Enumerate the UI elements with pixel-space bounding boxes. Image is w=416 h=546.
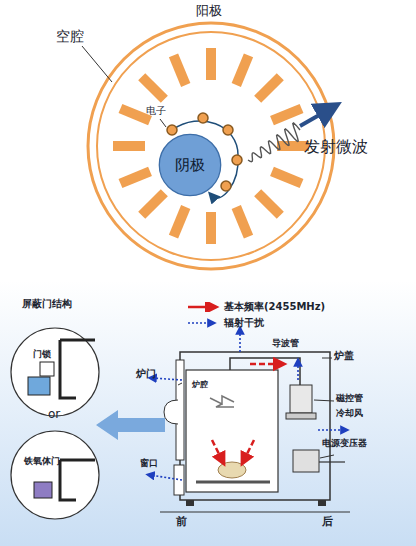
anode-ring — [88, 23, 334, 269]
leader-line — [178, 383, 182, 385]
emit-arrow — [300, 110, 328, 126]
foot — [186, 500, 194, 506]
leader-line — [160, 119, 166, 127]
microwave-wave — [248, 123, 300, 162]
interference — [150, 330, 345, 480]
door-lock — [40, 362, 54, 376]
legend-row: 基本频率(2455MHz) — [186, 300, 325, 314]
door-lock — [28, 377, 50, 395]
leader-line — [320, 455, 334, 458]
leader-line — [314, 400, 334, 401]
part-label: 发射微波 — [304, 138, 368, 156]
part-label: 炉门 — [136, 368, 156, 380]
power-cord — [319, 461, 345, 462]
part-label: 磁控管 — [336, 393, 363, 403]
transformer — [293, 450, 319, 472]
part-label: 电源变压器 — [322, 438, 367, 448]
inset-arrow — [96, 410, 165, 440]
turntable — [196, 481, 270, 484]
magnetron — [286, 413, 316, 419]
magnetron — [290, 385, 312, 413]
node-text: 阴极 — [158, 133, 222, 197]
stirrer-fan — [210, 396, 234, 407]
direction-label: 前 — [176, 516, 187, 529]
part-label: 窗口 — [140, 458, 158, 468]
oven-door — [174, 465, 184, 495]
part-label: 阳极 — [196, 4, 222, 19]
food — [218, 462, 246, 478]
part-label: 铁氧体门 — [24, 456, 60, 466]
part-label: 导波管 — [272, 338, 299, 348]
door-handle — [164, 400, 178, 424]
microwave-rays — [212, 364, 280, 460]
waveguide — [230, 358, 300, 385]
leader-line — [82, 46, 112, 82]
oven-housing — [180, 352, 330, 500]
legend-swatch — [186, 302, 220, 312]
cathode-circle: 阴极 — [158, 133, 222, 197]
part-label: 空腔 — [56, 28, 84, 44]
legend-swatch — [186, 318, 220, 328]
part-label: 电子 — [146, 105, 166, 117]
oven-cavity — [186, 370, 278, 492]
part-label: 炉盖 — [334, 350, 354, 362]
direction-label: 后 — [322, 516, 333, 529]
axis-line — [160, 512, 350, 513]
inset-circle — [11, 328, 99, 416]
legend-row: 辐射干扰 — [186, 316, 264, 330]
conjunction: or — [48, 408, 60, 422]
foot — [318, 500, 326, 506]
leader-line — [322, 358, 332, 359]
inset-circle — [11, 431, 99, 519]
door-frame — [60, 340, 95, 398]
part-label: 门锁 — [33, 349, 51, 359]
part-label: 炉腔 — [192, 380, 208, 389]
anode-vanes — [113, 48, 309, 244]
door-frame — [60, 460, 95, 500]
background-panel — [0, 280, 416, 546]
legend-text: 基本频率(2455MHz) — [224, 300, 325, 314]
ferrite — [34, 482, 52, 498]
part-label: 冷却风 — [336, 408, 363, 418]
anode-inner — [97, 32, 325, 260]
legend-text: 辐射干扰 — [224, 316, 264, 330]
inset-title: 屏蔽门结构 — [22, 298, 72, 310]
